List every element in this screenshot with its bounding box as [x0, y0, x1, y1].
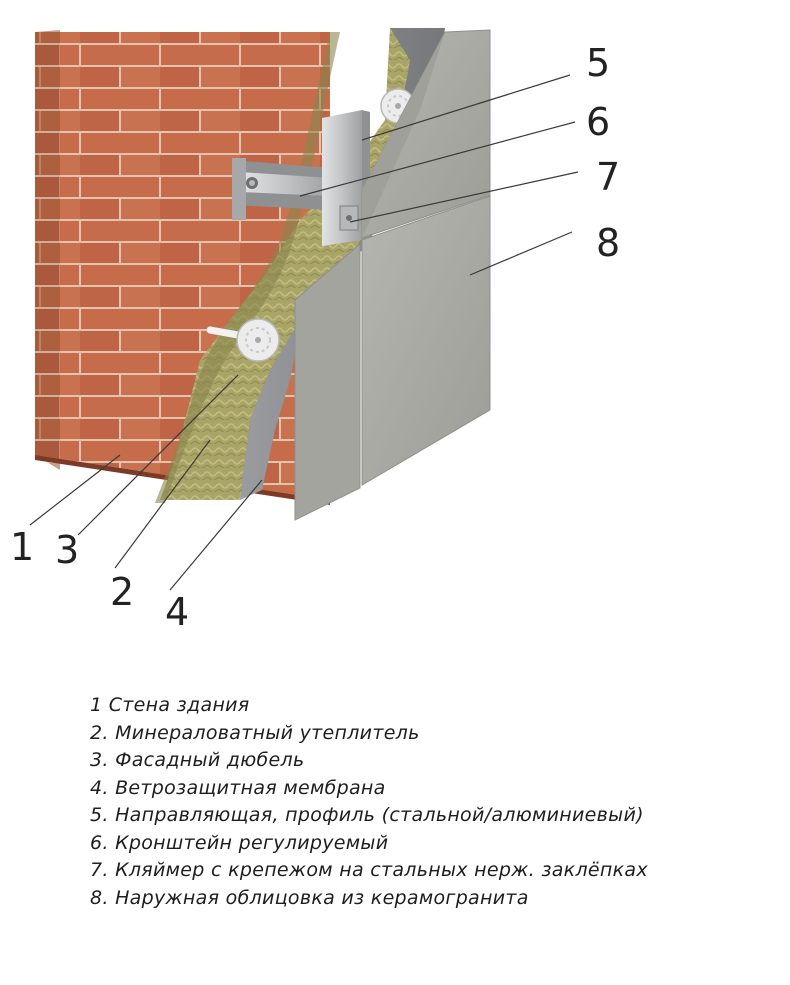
legend-item-4: 4. Ветрозащитная мембрана: [90, 776, 386, 799]
legend-item-1: 1 Стена здания: [90, 694, 250, 716]
legend-list: 1 Стена здания 2. Минераловатный утеплит…: [90, 692, 648, 912]
callout-4: 4: [165, 590, 189, 634]
mineral-wool-insulation: [155, 28, 420, 503]
leader-lines: [29, 74, 579, 591]
legend-item-2: 2. Минераловатный утеплитель: [90, 721, 420, 744]
legend-item-5: 5. Направляющая, профиль (стальной/алюми…: [90, 804, 644, 826]
legend-item-7: 7. Кляймер с крепежом на стальных нерж. …: [90, 859, 648, 881]
facade-dowel: [206, 88, 416, 362]
legend-item-6: 6. Кронштейн регулируемый: [90, 831, 389, 854]
callout-2: 2: [110, 570, 134, 614]
callout-numbers: 5 6 7 8 1 3 2 4: [10, 41, 620, 634]
callout-3: 3: [55, 528, 79, 572]
adjustable-bracket: [232, 158, 330, 220]
legend-item-8: 8. Наружная облицовка из керамогранита: [90, 886, 529, 909]
callout-6: 6: [586, 100, 610, 144]
porcelain-panels: [294, 29, 491, 521]
callout-1: 1: [10, 525, 34, 569]
facade-diagram: 5 6 7 8 1 3 2 4: [10, 28, 620, 634]
callout-7: 7: [596, 155, 620, 199]
callout-5: 5: [586, 41, 610, 85]
callout-8: 8: [596, 221, 620, 265]
legend-item-3: 3. Фасадный дюбель: [90, 749, 305, 771]
